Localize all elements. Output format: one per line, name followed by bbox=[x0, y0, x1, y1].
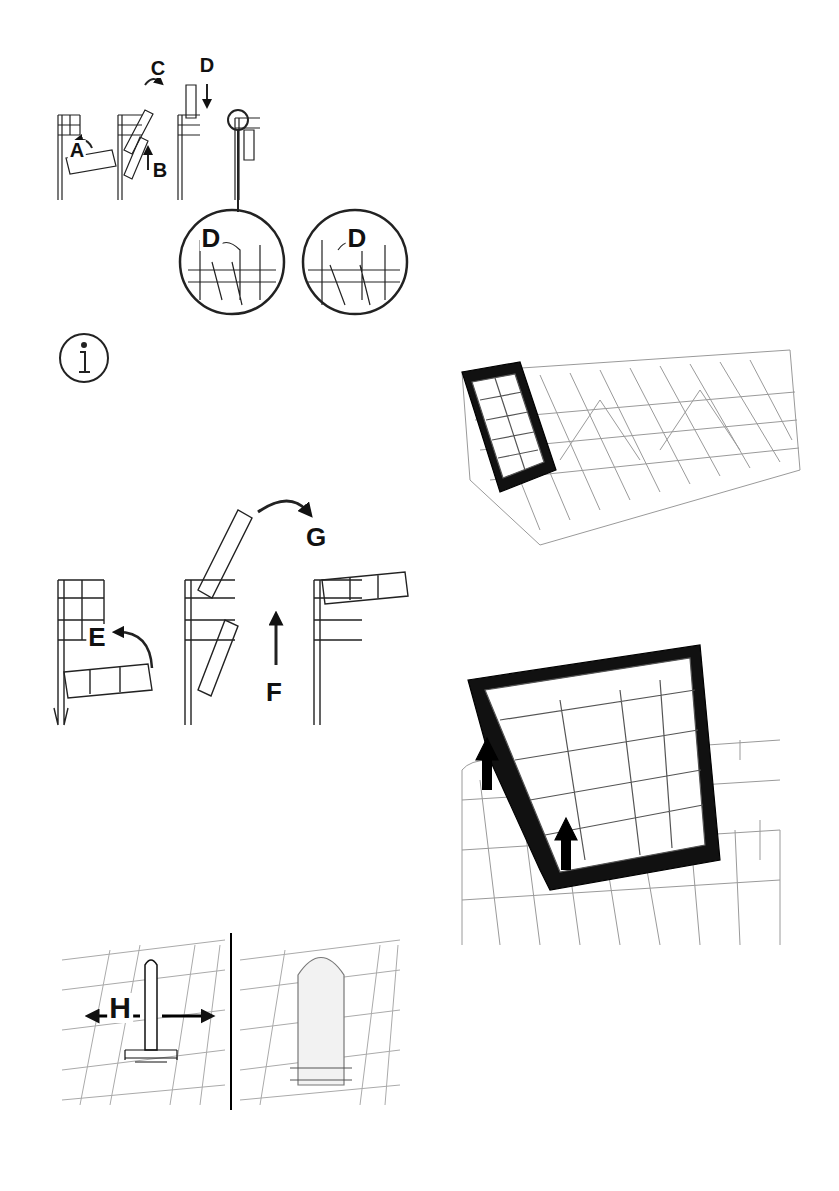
cutlery-tray bbox=[462, 362, 556, 492]
info-icon bbox=[60, 334, 108, 382]
callout-letter: C bbox=[149, 58, 167, 78]
callout-letter: D bbox=[346, 225, 369, 251]
callout-letter: G bbox=[304, 524, 328, 550]
callout-letter: D bbox=[198, 55, 216, 75]
rack-frames-top bbox=[58, 79, 260, 212]
rack-frames-middle bbox=[54, 501, 408, 725]
callout-letter: F bbox=[264, 679, 284, 705]
upper-rack bbox=[462, 350, 800, 545]
bottom-panels bbox=[62, 933, 400, 1110]
callout-letter: A bbox=[68, 140, 86, 160]
callout-letter: H bbox=[107, 993, 133, 1023]
callout-letter: B bbox=[151, 160, 169, 180]
callout-letter: E bbox=[86, 624, 107, 650]
callout-letter: D bbox=[200, 225, 223, 251]
zoom-circles bbox=[180, 210, 407, 314]
cutlery-tray-lifted bbox=[468, 645, 720, 890]
